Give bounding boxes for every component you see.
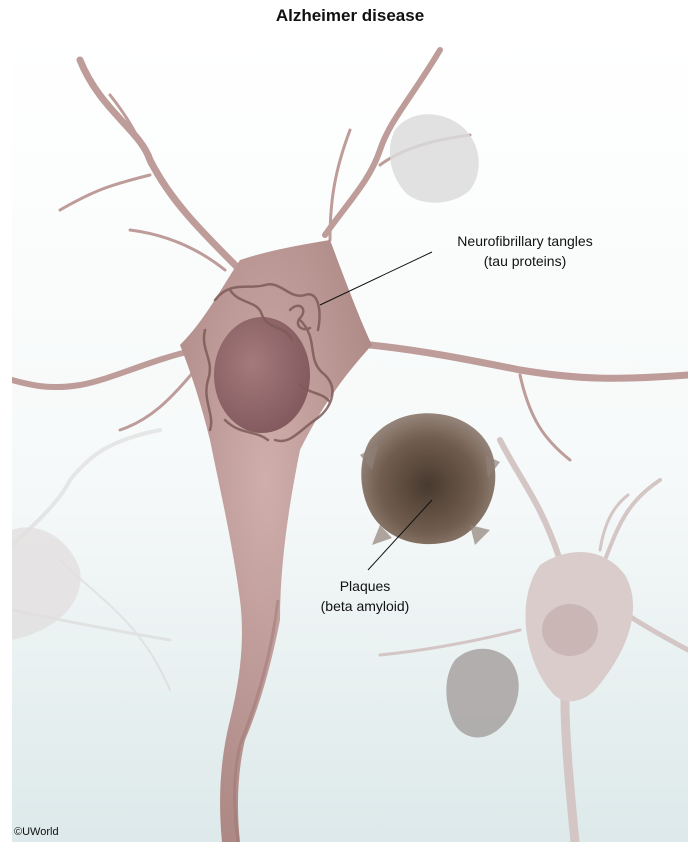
illustration-panel	[12, 35, 688, 842]
tangles-label-line2: (tau proteins)	[483, 253, 567, 269]
plaques-label: Plaques (beta amyloid)	[300, 576, 430, 616]
tangles-leader-line	[319, 251, 433, 306]
plaque-top-right	[389, 114, 479, 203]
plaques-label-line2: (beta amyloid)	[320, 598, 410, 614]
main-neuron-dendrites	[12, 47, 688, 462]
copyright-notice: ©UWorld	[14, 826, 59, 838]
plaques-leader-line	[367, 499, 433, 571]
nucleus	[214, 317, 310, 433]
tangles-label: Neurofibrillary tangles (tau proteins)	[425, 231, 625, 271]
neurofibrillary-tangles	[202, 282, 334, 443]
figure-title: Alzheimer disease	[275, 6, 425, 25]
background	[12, 35, 688, 842]
plaque-bottom	[446, 648, 519, 738]
tangles-label-line1: Neurofibrillary tangles	[457, 233, 593, 249]
plaques-label-line1: Plaques	[339, 578, 391, 594]
background-neuron-left-body	[12, 527, 81, 640]
background-neuron-right	[378, 437, 688, 842]
neuron-illustration	[12, 35, 688, 842]
plaque-large	[360, 413, 500, 545]
background-neuron-right-nucleus	[542, 604, 598, 656]
axon-shadow	[233, 599, 280, 842]
